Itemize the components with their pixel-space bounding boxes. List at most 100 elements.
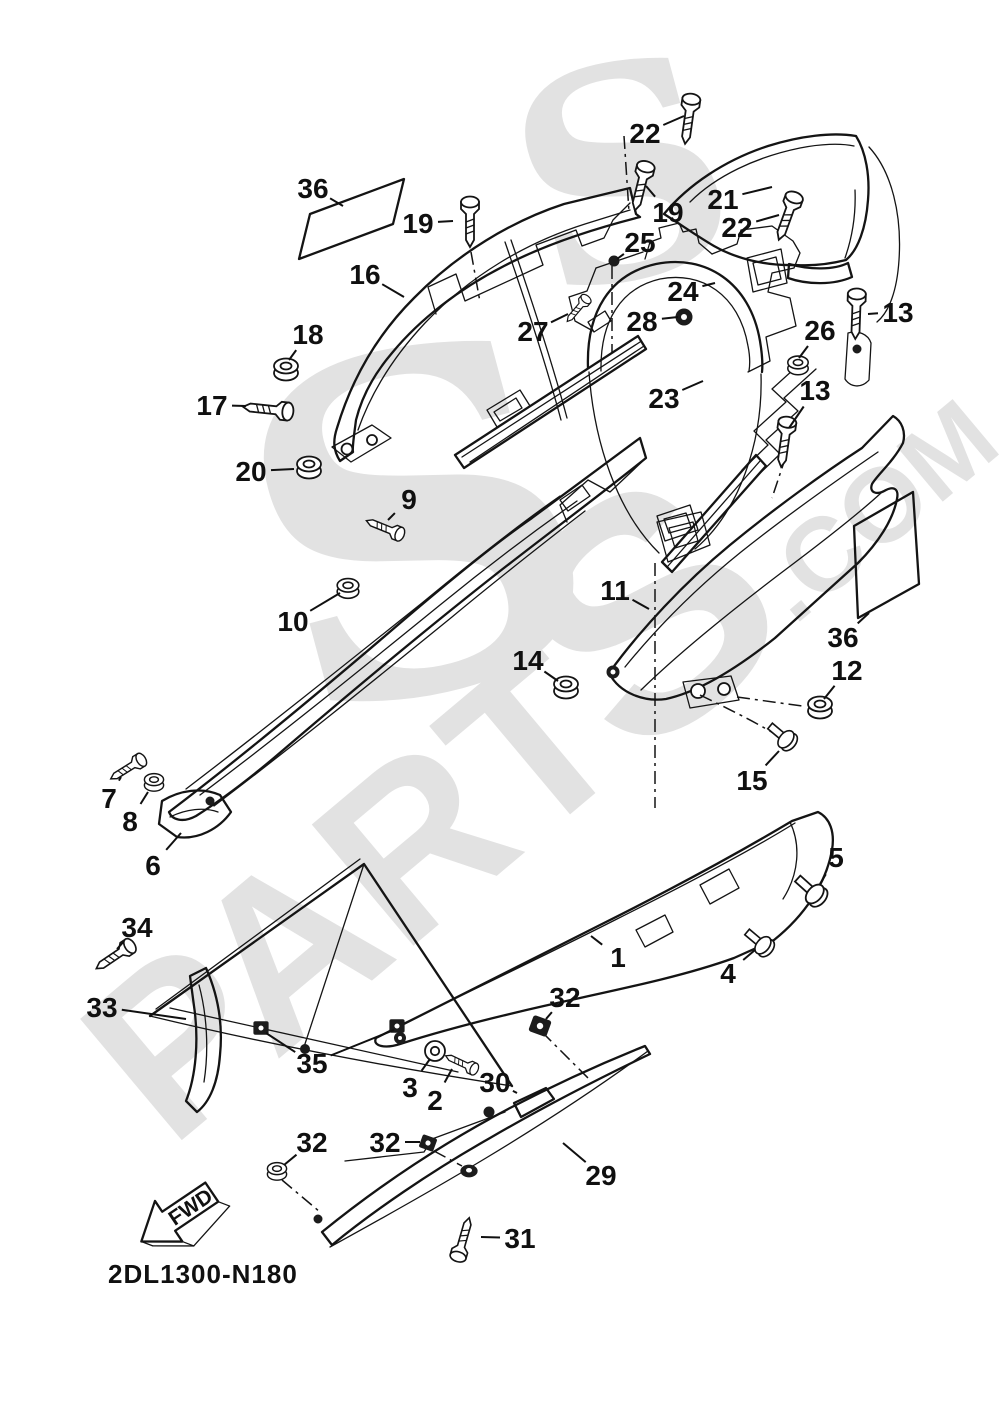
leader-line: [543, 670, 559, 682]
part-number-label: 1: [610, 942, 626, 973]
part-number-label: 2: [427, 1085, 443, 1116]
part-number-label: 32: [549, 982, 580, 1013]
trim-left-long: [157, 436, 648, 839]
part-number-label: 17: [196, 390, 227, 421]
part-number-label: 5: [828, 842, 844, 873]
part-number-label: 27: [517, 316, 548, 347]
leader-line: [329, 197, 344, 207]
leader-line: [662, 115, 685, 126]
part-number-label: 31: [504, 1223, 535, 1254]
part-number-label: 8: [122, 806, 138, 837]
clip-icon: [418, 1134, 438, 1152]
clip-icon: [253, 1021, 269, 1035]
inner-triangle-panel: [148, 858, 514, 1114]
leader-line: [437, 220, 454, 223]
center-bracket-panel: [568, 222, 817, 563]
leader-line: [764, 750, 780, 767]
part-number-label: 23: [648, 383, 679, 414]
part-code: 2DL1300-N180: [108, 1259, 298, 1289]
part-number-label: 7: [101, 783, 117, 814]
leader-line: [309, 592, 341, 612]
part-number-label: 30: [479, 1067, 510, 1098]
watermark: S S PART S .COM: [36, 0, 1000, 1188]
part-number-label: 29: [585, 1160, 616, 1191]
nut-icon: [296, 455, 322, 480]
leader-line: [116, 941, 125, 950]
part-number-label: 36: [827, 622, 858, 653]
part-number-label: 19: [402, 208, 433, 239]
leader-line: [387, 512, 396, 521]
part-number-label: 21: [707, 184, 738, 215]
part-number-label: 11: [600, 575, 630, 606]
leader-line: [702, 282, 716, 288]
leader-line: [681, 380, 704, 391]
part-number-label: 16: [349, 259, 380, 290]
part-number-label: 20: [235, 456, 266, 487]
part-number-label: 25: [624, 227, 655, 258]
leader-line: [798, 345, 809, 359]
leader-line: [645, 185, 656, 198]
part-number-label: 35: [296, 1048, 327, 1079]
leader-line: [270, 468, 295, 472]
grommet-icon: [424, 1040, 446, 1062]
nut-icon: [266, 1161, 288, 1181]
part-number-label: 14: [512, 645, 544, 676]
leader-line: [121, 1008, 187, 1020]
leader-line: [590, 935, 603, 946]
screw-icon: [106, 750, 150, 786]
part-number-label: 15: [736, 765, 767, 796]
screw-icon: [442, 1049, 482, 1078]
leader-line: [788, 405, 805, 429]
part-number-label: 13: [799, 375, 830, 406]
bolt-icon: [739, 923, 779, 961]
leader-line: [139, 791, 149, 805]
part-number-label: 36: [297, 173, 328, 204]
part-number-label: 33: [86, 992, 117, 1023]
sticker-emblem-left: [297, 177, 406, 261]
nut-icon: [143, 772, 165, 792]
part-number-label: 28: [626, 306, 657, 337]
leader-line: [420, 1058, 431, 1072]
part-number-label: 32: [296, 1127, 327, 1158]
clip-icon: [528, 1014, 552, 1038]
sticker-emblem-right: [852, 490, 921, 620]
part-number-label: 6: [145, 850, 161, 881]
part-number-label: 9: [401, 484, 417, 515]
part-number-label: 12: [831, 655, 862, 686]
part-number-label: 32: [369, 1127, 400, 1158]
leader-line: [165, 832, 182, 851]
leader-line: [742, 186, 773, 196]
leader-line: [857, 612, 870, 625]
part-number-label: 19: [652, 197, 683, 228]
part-number-label: 10: [277, 606, 308, 637]
screw-icon: [448, 1214, 478, 1265]
leader-line: [819, 873, 827, 885]
leader-line: [755, 214, 780, 223]
leader-line: [283, 1153, 298, 1166]
part-number-label: 22: [721, 212, 752, 243]
part-number-label: 26: [804, 315, 835, 346]
leader-line: [867, 312, 879, 315]
leader-line: [288, 349, 298, 361]
nut-icon: [460, 1164, 478, 1178]
leader-line: [381, 283, 405, 298]
part-number-label: 13: [882, 297, 913, 328]
leader-line: [562, 1142, 587, 1163]
leader-line: [512, 1090, 518, 1094]
panel-left-upper-cover: [331, 186, 648, 470]
part-number-label: 24: [667, 276, 699, 307]
leader-line: [545, 1011, 553, 1020]
fasteners: [90, 91, 867, 1265]
leader-line: [616, 253, 625, 260]
nut-icon: [336, 577, 360, 600]
part-number-label: 4: [720, 958, 736, 989]
nut-icon: [807, 695, 833, 720]
leader-line: [480, 1236, 501, 1239]
nut-icon: [787, 355, 809, 376]
part-number-label: 34: [121, 912, 153, 943]
leader-line: [661, 316, 679, 320]
leader-line: [443, 1068, 453, 1083]
screw-icon: [845, 287, 867, 341]
